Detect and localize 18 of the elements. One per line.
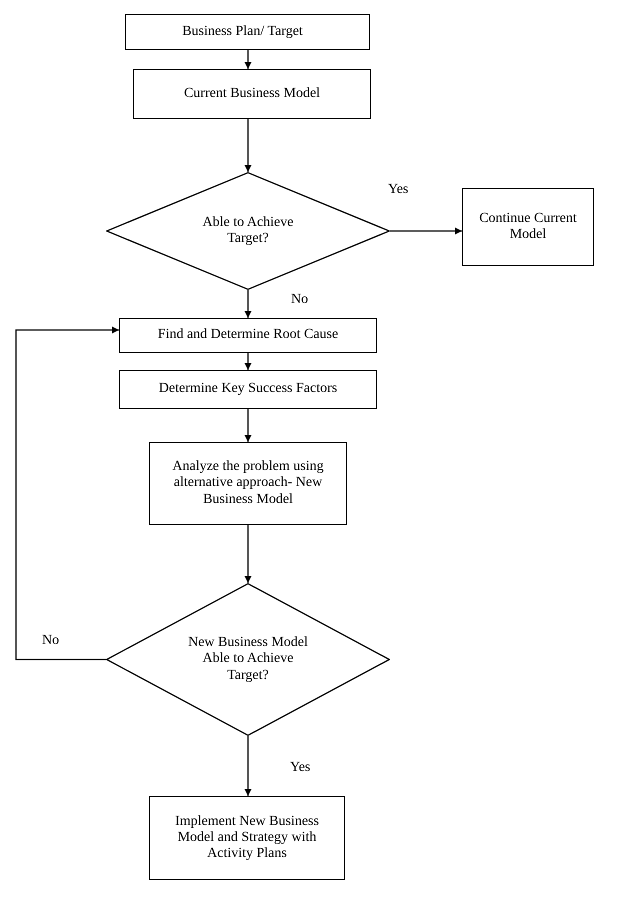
process-box: Find and Determine Root Cause — [119, 318, 377, 353]
decision-diamond: New Business Model Able to Achieve Target? — [106, 583, 390, 736]
process-box: Continue Current Model — [462, 188, 594, 266]
arrow — [244, 353, 252, 370]
arrow — [390, 228, 462, 234]
arrow — [244, 290, 252, 318]
process-box: Analyze the problem using alternative approach- New Business Model — [149, 442, 347, 525]
arrow — [244, 736, 252, 796]
decision-diamond: Able to Achieve Target? — [106, 172, 390, 290]
arrow — [15, 326, 119, 660]
arrow — [244, 119, 252, 172]
process-box: Current Business Model — [133, 69, 371, 119]
process-box: Implement New Business Model and Strategy with Activity Plans — [149, 796, 345, 880]
arrow — [244, 525, 252, 583]
process-box: Determine Key Success Factors — [119, 370, 377, 409]
process-box: Business Plan/ Target — [125, 14, 370, 50]
arrow — [244, 409, 252, 442]
arrow — [244, 50, 252, 69]
